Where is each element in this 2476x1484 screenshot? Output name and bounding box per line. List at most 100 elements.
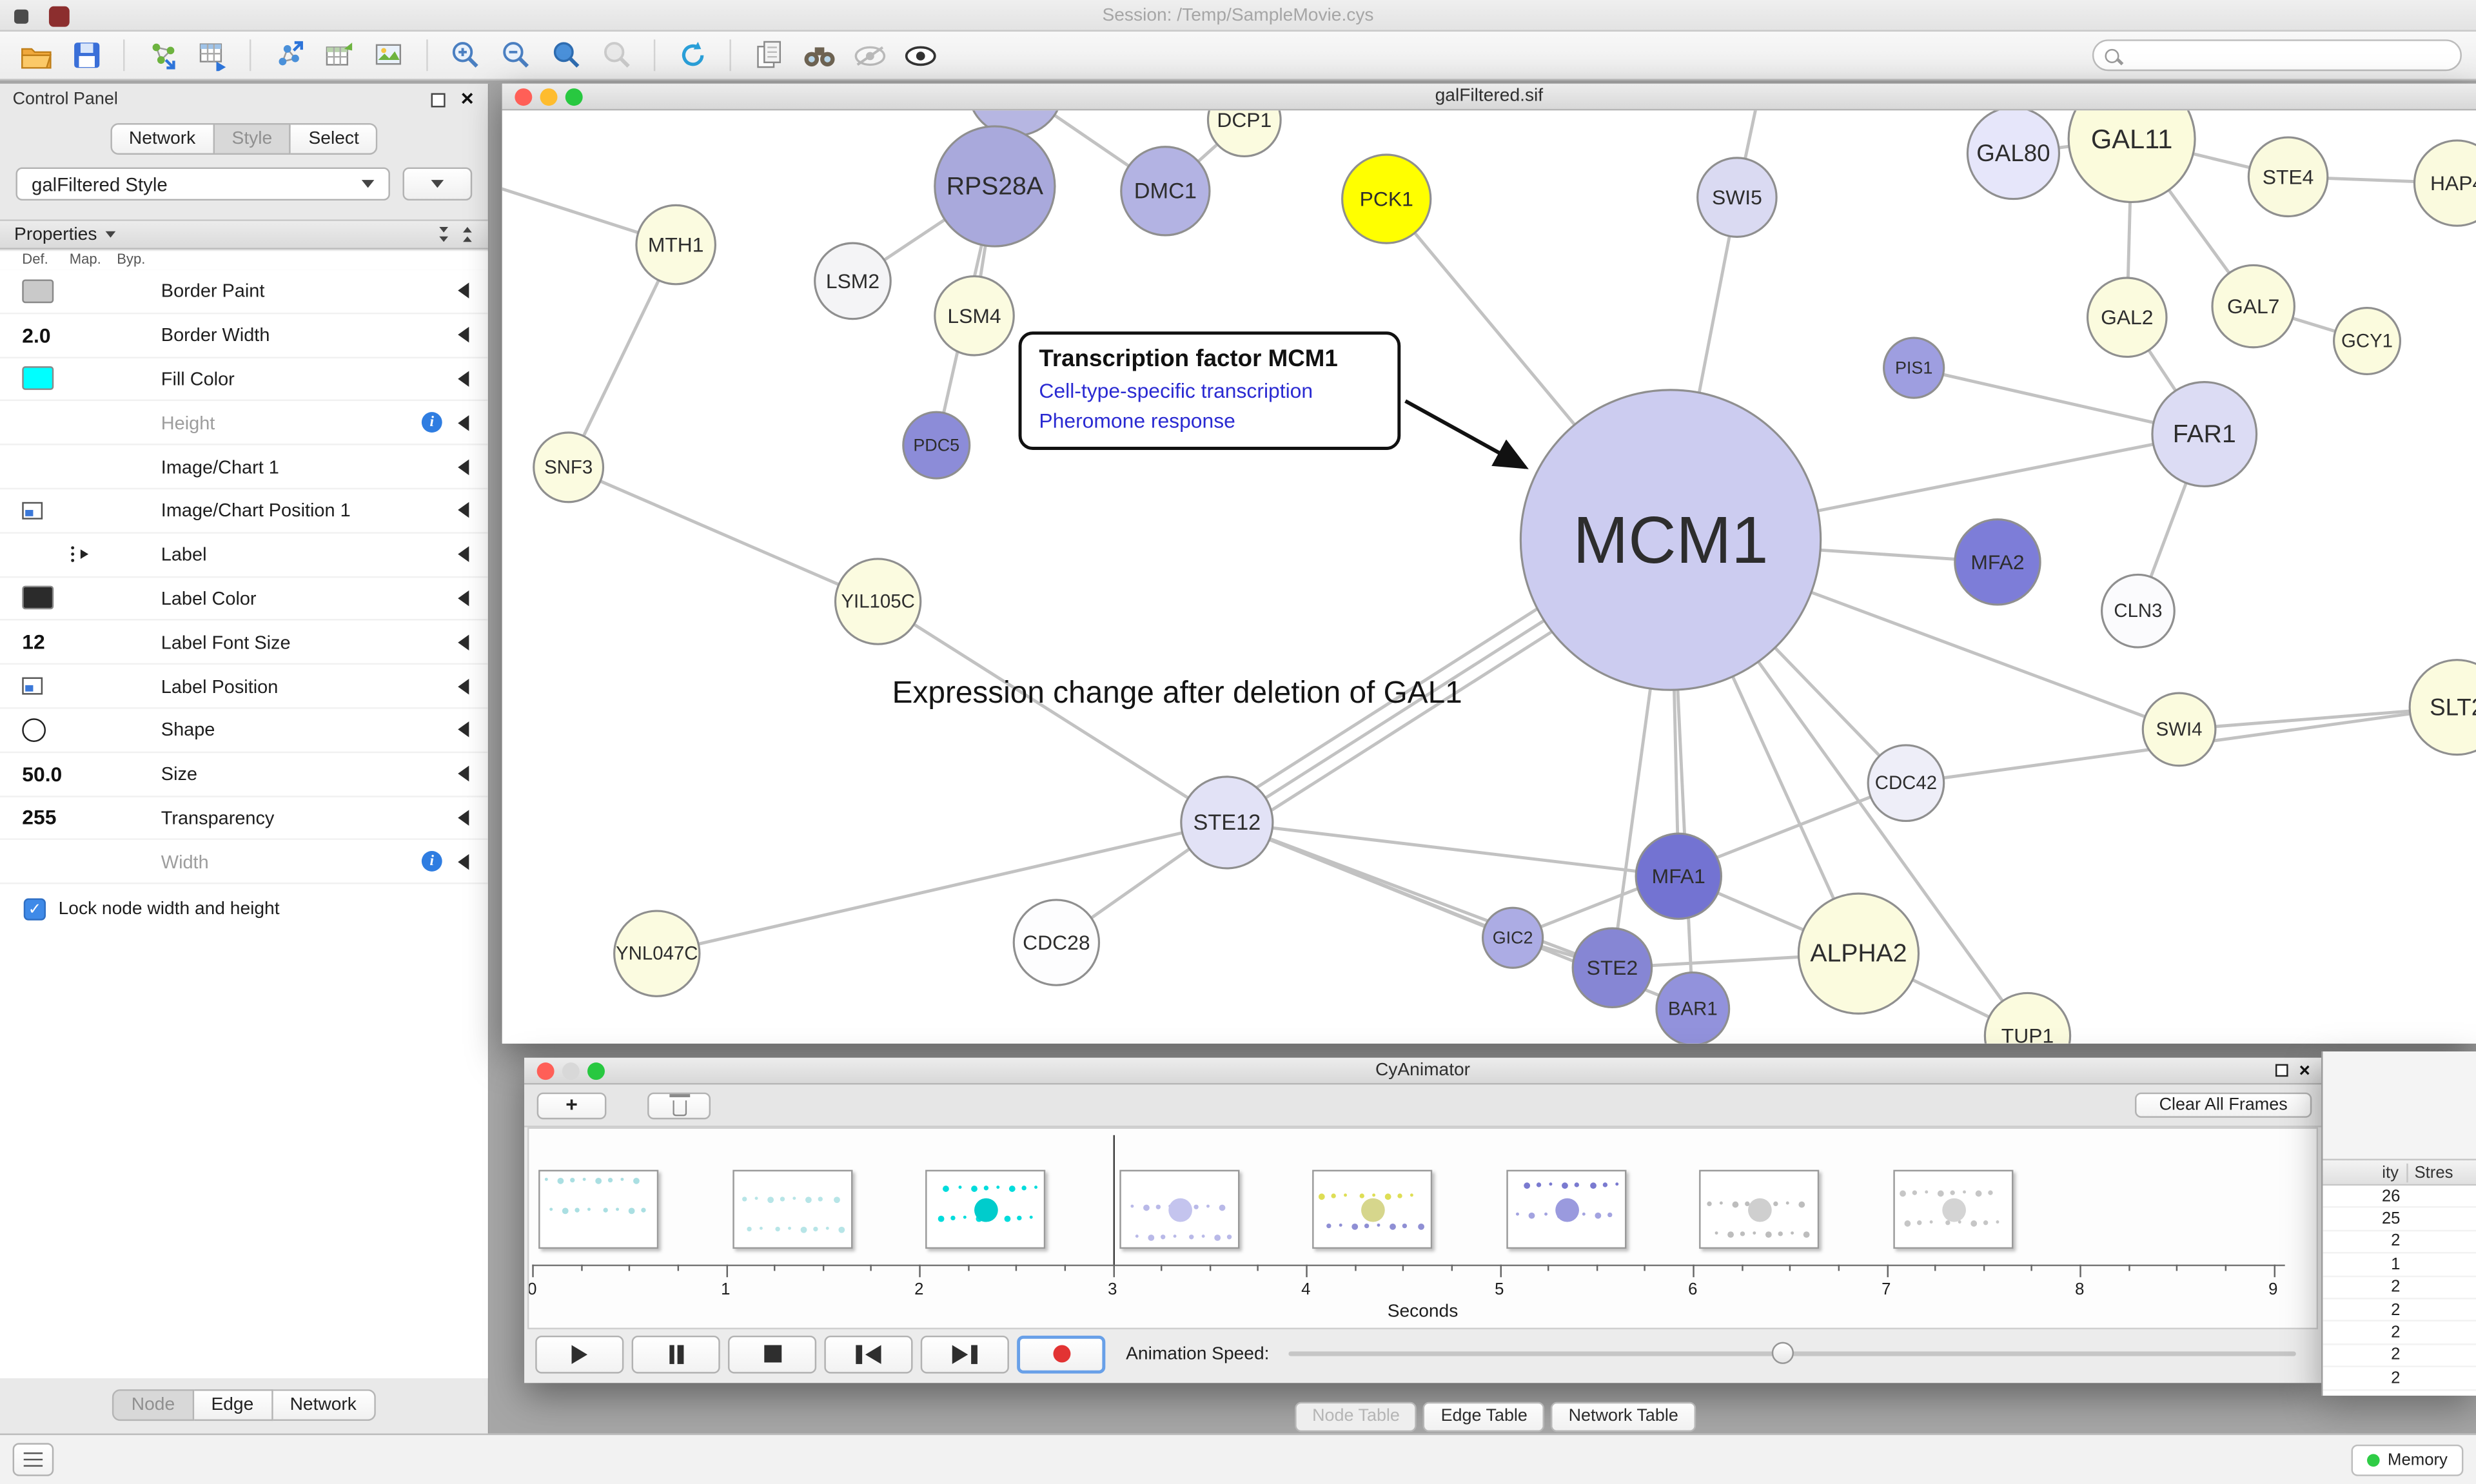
network-node-far1[interactable]: [2151, 381, 2258, 487]
tab-network[interactable]: Network: [110, 123, 215, 155]
snapshot-icon[interactable]: [747, 35, 789, 75]
annotation-link[interactable]: Cell-type-specific transcription: [1039, 378, 1313, 403]
style-options-button[interactable]: [402, 167, 473, 201]
network-node-slt2[interactable]: [2408, 659, 2476, 756]
frame-thumbnail-7[interactable]: [1892, 1169, 2013, 1249]
tab-edge-table[interactable]: Edge Table: [1423, 1401, 1545, 1432]
network-node-mcm1[interactable]: [1519, 389, 1822, 691]
tab-node-table[interactable]: Node Table: [1295, 1401, 1417, 1432]
frame-thumbnail-5[interactable]: [1506, 1169, 1626, 1249]
properties-header[interactable]: Properties: [0, 219, 488, 249]
network-node-gic2[interactable]: [1482, 906, 1544, 969]
lock-size-row[interactable]: ✓ Lock node width and height: [0, 884, 488, 921]
property-default-cell[interactable]: [0, 367, 70, 391]
export-image-icon[interactable]: [368, 35, 411, 75]
search-field[interactable]: [2092, 39, 2462, 72]
show-panel-icon[interactable]: [898, 35, 941, 75]
network-node-pis1[interactable]: [1883, 337, 1945, 399]
export-table-icon[interactable]: [317, 35, 360, 75]
network-window-titlebar[interactable]: galFiltered.sif: [502, 83, 2476, 111]
network-node-swi5[interactable]: [1696, 157, 1778, 238]
frame-thumbnail-6[interactable]: [1699, 1169, 1820, 1249]
expand-row-icon[interactable]: [458, 590, 469, 607]
network-edge[interactable]: [1226, 821, 1679, 878]
expand-row-icon[interactable]: [458, 678, 469, 694]
add-frame-button[interactable]: +: [536, 1092, 607, 1120]
record-button[interactable]: [1017, 1334, 1106, 1373]
expand-all-icon[interactable]: [461, 226, 474, 243]
stop-button[interactable]: [727, 1334, 817, 1373]
table-header-row[interactable]: ity Stres: [2323, 1158, 2476, 1186]
property-default-cell[interactable]: [0, 677, 70, 695]
annotation-box[interactable]: Transcription factor MCM1 Cell-type-spec…: [1018, 331, 1401, 450]
network-edge[interactable]: [567, 244, 678, 468]
network-node-mfa1[interactable]: [1635, 832, 1722, 920]
property-mapping-cell[interactable]: [70, 546, 117, 563]
network-node-gal11[interactable]: [2067, 110, 2196, 204]
table-row[interactable]: 2: [2323, 1276, 2476, 1300]
table-row[interactable]: 2: [2323, 1322, 2476, 1345]
import-table-icon[interactable]: [191, 35, 233, 75]
property-default-cell[interactable]: 12: [22, 630, 45, 654]
frame-thumbnail-2[interactable]: [925, 1169, 1046, 1249]
property-default-cell[interactable]: [0, 586, 70, 610]
collapse-all-icon[interactable]: [429, 226, 450, 243]
memory-button[interactable]: Memory: [2351, 1444, 2464, 1476]
expand-row-icon[interactable]: [458, 283, 469, 299]
network-node-gal80[interactable]: [1966, 110, 2061, 200]
tab-select[interactable]: Select: [291, 123, 378, 155]
minimize-window-icon[interactable]: [540, 88, 558, 106]
next-frame-button[interactable]: [920, 1334, 1009, 1373]
column-header[interactable]: Stres: [2414, 1162, 2453, 1182]
canvas-caption[interactable]: Expression change after deletion of GAL1: [892, 676, 1462, 711]
expand-row-icon[interactable]: [458, 854, 469, 870]
search-input[interactable]: [2127, 46, 2450, 65]
expand-row-icon[interactable]: [458, 458, 469, 475]
zoom-selected-icon[interactable]: [595, 35, 638, 75]
panel-list-button[interactable]: [12, 1443, 54, 1476]
property-default-cell[interactable]: [0, 502, 70, 520]
network-edge[interactable]: [656, 821, 1228, 955]
delete-frame-button[interactable]: [647, 1092, 711, 1120]
style-combo[interactable]: galFiltered Style: [15, 167, 390, 201]
zoom-window-icon[interactable]: [565, 88, 583, 106]
open-session-icon[interactable]: [14, 35, 57, 75]
table-row[interactable]: 2: [2323, 1367, 2476, 1391]
table-row[interactable]: 2: [2323, 1345, 2476, 1368]
table-row[interactable]: 2: [2323, 1299, 2476, 1322]
hide-panel-icon[interactable]: [848, 35, 890, 75]
property-default-cell[interactable]: [0, 718, 70, 742]
network-node-dmc1[interactable]: [1120, 146, 1211, 237]
network-node-cdc42[interactable]: [1867, 744, 1945, 823]
close-window-icon[interactable]: [536, 1062, 555, 1080]
network-node-ynl047c[interactable]: [613, 910, 701, 997]
network-edge[interactable]: [877, 600, 1228, 824]
playhead[interactable]: [1112, 1135, 1114, 1267]
table-row[interactable]: 25: [2323, 1208, 2476, 1231]
property-row-label-color[interactable]: Label Color: [0, 577, 488, 621]
zoom-window-icon[interactable]: [587, 1062, 605, 1080]
network-node-mfa2[interactable]: [1954, 518, 2041, 606]
property-row-label[interactable]: Label: [0, 533, 488, 578]
cyanimator-titlebar[interactable]: CyAnimator ×: [524, 1057, 2322, 1085]
float-panel-icon[interactable]: [2275, 1064, 2288, 1077]
close-panel-icon[interactable]: ×: [460, 85, 474, 111]
network-node-cdc28[interactable]: [1012, 899, 1101, 986]
annotation-link[interactable]: Pheromone response: [1039, 409, 1235, 433]
network-node-gal2[interactable]: [2086, 277, 2168, 358]
table-row[interactable]: 26: [2323, 1186, 2476, 1209]
expand-row-icon[interactable]: [458, 415, 469, 431]
zoom-in-icon[interactable]: [444, 35, 486, 75]
property-row-shape[interactable]: Shape: [0, 709, 488, 753]
float-panel-icon[interactable]: [431, 93, 446, 108]
clear-all-frames-button[interactable]: Clear All Frames: [2135, 1092, 2312, 1118]
network-node-dcp1[interactable]: [1206, 110, 1282, 158]
network-node-gal7[interactable]: [2211, 264, 2295, 349]
expand-row-icon[interactable]: [458, 766, 469, 782]
network-node-lsm2[interactable]: [814, 242, 892, 320]
property-row-fill-color[interactable]: Fill Color: [0, 358, 488, 402]
property-default-cell[interactable]: 255: [22, 806, 57, 830]
